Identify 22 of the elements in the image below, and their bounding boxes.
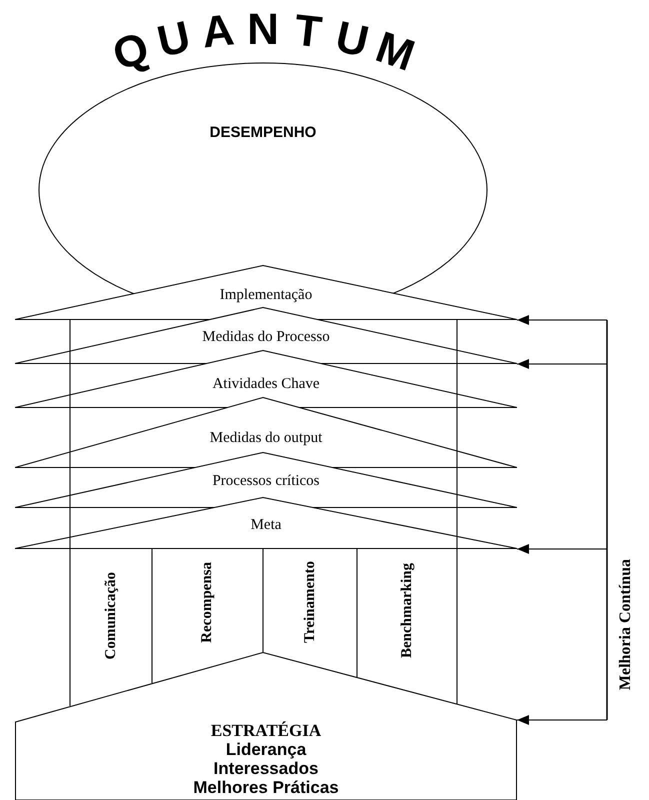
arrow — [516, 544, 608, 554]
layer-label: Medidas do output — [210, 429, 322, 447]
pillar-label: Benchmarking — [357, 556, 457, 666]
house-label: Liderança — [226, 740, 306, 759]
layer-label: Medidas do Processo — [202, 328, 330, 346]
pillar-label: Recompensa — [152, 556, 263, 648]
pillar-label: Comunicação — [70, 556, 152, 676]
feedback-line — [606, 320, 608, 720]
layer-label: Atividades Chave — [212, 375, 320, 393]
side-label: Melhoria Contínua — [618, 559, 634, 691]
layer-label: Meta — [250, 516, 282, 534]
layer-label: Processos críticos — [212, 472, 320, 490]
pillar-label: Treinamento — [263, 556, 357, 648]
layer-label: Implementação — [220, 286, 312, 304]
house-heading: ESTRATÉGIA — [210, 721, 322, 740]
arrow — [516, 359, 608, 369]
arched-title: QUANTUM — [106, 8, 422, 83]
house-label: Melhores Práticas — [193, 778, 339, 797]
arrow — [516, 315, 608, 325]
house-label: Interessados — [214, 759, 318, 778]
arrow — [516, 715, 608, 725]
node-label: DESEMPENHO — [210, 123, 316, 143]
